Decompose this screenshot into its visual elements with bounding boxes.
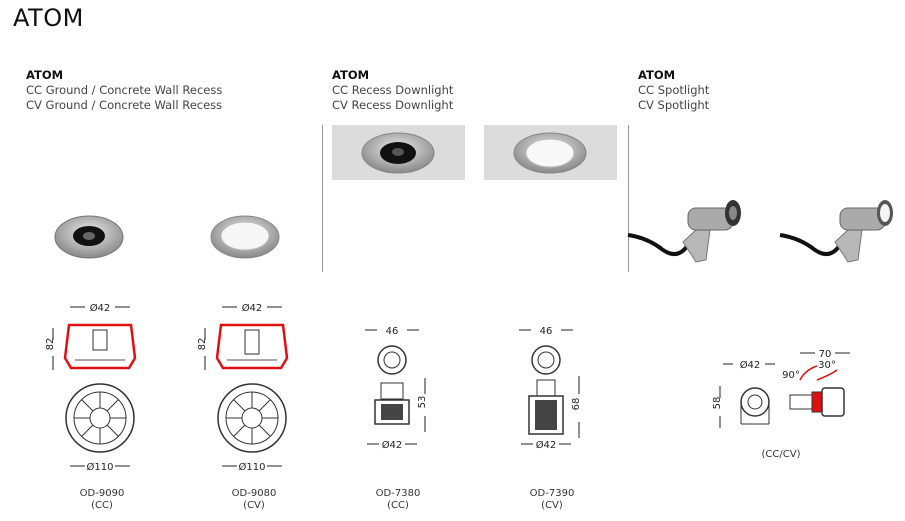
drawing-od-7380: 46 53 Ø42 [365, 326, 428, 451]
dim-bottom: Ø42 [536, 439, 557, 451]
column-header-downlight: ATOM CC Recess Downlight CV Recess Downl… [332, 68, 453, 113]
product-code: OD-7380 [375, 488, 421, 499]
product-variant: (CC/CV) [761, 449, 801, 460]
product-line: CC Ground / Concrete Wall Recess [26, 83, 223, 97]
drawing-spotlight: Ø42 70 58 90° 30° [712, 349, 850, 428]
dim-side: 53 [417, 396, 428, 409]
dim-top: Ø42 [242, 302, 263, 314]
product-line: CV Recess Downlight [332, 98, 454, 112]
product-line: CC Spotlight [638, 83, 710, 97]
spotlight-cv-photo [779, 200, 893, 263]
product-code: OD-7390 [529, 488, 575, 499]
dim-height: 58 [712, 397, 723, 410]
dim-angle2: 30° [818, 360, 836, 371]
product-name: ATOM [332, 68, 370, 82]
dim-side: 82 [45, 338, 56, 351]
dim-dia: Ø42 [740, 359, 761, 371]
product-variant: (CC) [91, 500, 113, 511]
column-divider [322, 125, 323, 272]
drawing-od-7390: 46 68 Ø42 [519, 326, 582, 451]
dim-bottom: Ø110 [239, 461, 266, 473]
product-line: CC Recess Downlight [332, 83, 454, 97]
dim-width: 70 [819, 349, 832, 360]
ground-recess-cc-photo [54, 215, 124, 259]
product-variant: (CV) [243, 500, 265, 511]
product-code-block: OD-7380 (CC) [363, 488, 433, 512]
product-variant: (CV) [541, 500, 563, 511]
downlight-cv-photo [484, 125, 617, 180]
dim-bottom: Ø110 [87, 461, 114, 473]
product-name: ATOM [638, 68, 676, 82]
product-name: ATOM [26, 68, 64, 82]
ground-recess-cv-photo [210, 215, 280, 259]
dim-side: 82 [197, 338, 208, 351]
product-code-block: OD-9090 (CC) [67, 488, 137, 512]
dim-top: Ø42 [90, 302, 111, 314]
column-header-spotlight: ATOM CC Spotlight CV Spotlight [638, 68, 709, 113]
drawing-od-9090: Ø42 82 Ø110 [45, 302, 137, 473]
product-code-block: OD-7390 (CV) [517, 488, 587, 512]
column-header-ground: ATOM CC Ground / Concrete Wall Recess CV… [26, 68, 222, 113]
dim-bottom: Ø42 [382, 439, 403, 451]
product-code: OD-9090 [79, 488, 125, 499]
product-code-block: OD-9080 (CV) [219, 488, 289, 512]
dim-angle1: 90° [782, 370, 800, 381]
downlight-cc-photo [332, 125, 465, 180]
page-title: ATOM [13, 4, 84, 32]
dim-top: 46 [386, 326, 399, 337]
product-line: CV Spotlight [638, 98, 710, 112]
column-divider [628, 125, 629, 272]
product-variant: (CC) [387, 500, 409, 511]
product-line: CV Ground / Concrete Wall Recess [26, 98, 223, 112]
dim-side: 68 [571, 398, 582, 411]
drawing-od-9080: Ø42 82 Ø110 [197, 302, 289, 473]
spotlight-cc-photo [627, 200, 741, 263]
product-code: OD-9080 [231, 488, 277, 499]
dim-top: 46 [540, 326, 553, 337]
